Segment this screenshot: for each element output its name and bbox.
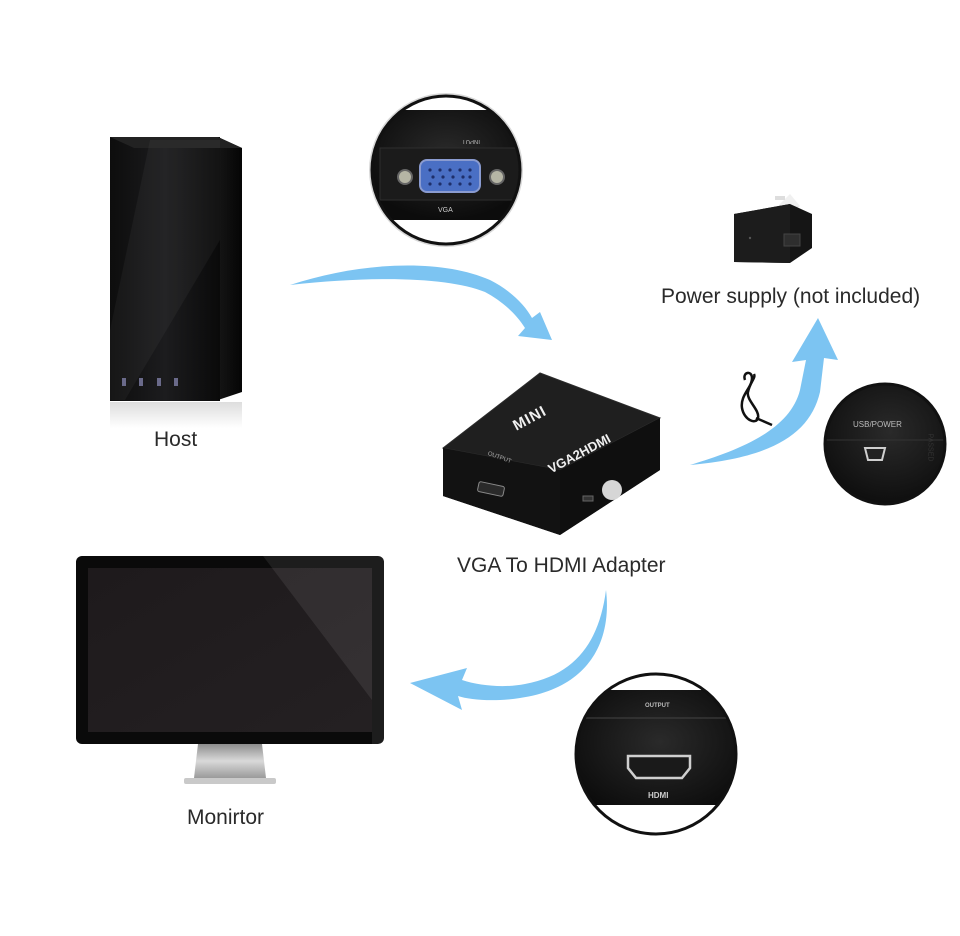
monitor-label: Monirtor xyxy=(187,806,265,829)
vga-port-callout xyxy=(369,93,523,247)
hdmi-output-header: OUTPUT xyxy=(645,703,670,709)
power-supply-label: Power supply (not included) xyxy=(661,285,921,308)
adapter-label: VGA To HDMI Adapter xyxy=(457,554,666,577)
arrow-adapter-to-power xyxy=(690,318,838,465)
usb-power-callout xyxy=(823,382,947,506)
passed-sticker xyxy=(602,480,622,500)
adapter-hdmi-port-icon xyxy=(477,481,505,497)
monitor-display xyxy=(76,556,384,784)
host-computer-tower xyxy=(110,137,242,428)
tower-usb-ports xyxy=(122,378,178,386)
host-label: Host xyxy=(154,428,198,451)
hdmi-port-label: HDMI xyxy=(648,791,669,800)
mini-usb-port-icon xyxy=(863,447,887,461)
vga-port-label: VGA xyxy=(438,207,453,214)
arrow-adapter-to-monitor xyxy=(410,590,607,710)
usb-power-port-label: USB/POWER xyxy=(853,420,902,429)
hdmi-connector-icon xyxy=(626,754,692,780)
monitor-stand xyxy=(184,744,276,784)
vga-connector-icon xyxy=(419,159,481,193)
power-supply-charger xyxy=(734,194,812,263)
arrow-host-to-adapter xyxy=(290,265,552,340)
usb-cable-icon xyxy=(740,371,773,427)
vga2hdmi-adapter-device xyxy=(441,372,662,535)
usb-passed-badge: PASSED xyxy=(926,433,934,462)
vga-input-header: INPUT xyxy=(462,138,480,144)
hdmi-port-callout xyxy=(574,672,738,836)
